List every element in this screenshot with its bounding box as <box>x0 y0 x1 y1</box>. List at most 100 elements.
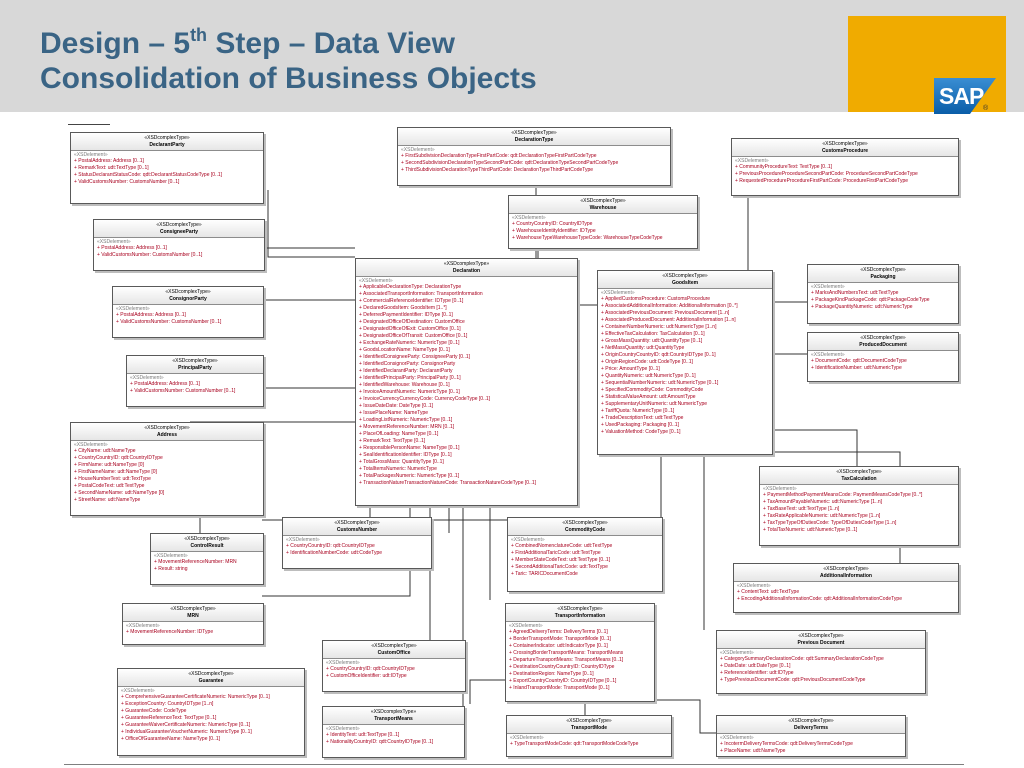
class-commoditycode[interactable]: «XSDcomplexType» CommodityCode «XSDeleme… <box>507 517 663 592</box>
stereotype-label: «XSDcomplexType» <box>144 425 190 431</box>
connector <box>628 699 716 734</box>
class-transportmode[interactable]: «XSDcomplexType» TransportMode «XSDeleme… <box>506 715 672 757</box>
attribute: + ExchangeRateNumeric: NumericType [0..1… <box>359 340 460 346</box>
section-label: «XSDelement» <box>811 284 845 290</box>
class-mrn[interactable]: «XSDcomplexType» MRN «XSDelement» + Move… <box>122 603 264 645</box>
class-consignorparty[interactable]: «XSDcomplexType» ConsignorParty «XSDelem… <box>112 286 264 338</box>
stereotype-label: «XSDcomplexType» <box>443 261 490 267</box>
class-body: «XSDelement» + PaymentMethodPaymentMeans… <box>760 485 958 535</box>
class-produceddocument[interactable]: «XSDcomplexType» ProducedDocument «XSDel… <box>807 332 959 382</box>
class-header: «XSDcomplexType» Address <box>71 423 263 441</box>
attribute: + MovementReferenceNumber: MRN [0..1] <box>359 424 455 430</box>
section-label: «XSDelement» <box>97 239 131 245</box>
class-body: «XSDelement» + DocumentCode: qdt:Documen… <box>808 351 958 373</box>
section-label: «XSDelement» <box>720 650 754 656</box>
section-label: «XSDelement» <box>326 726 360 732</box>
attribute: + TotalPackagesNumeric: NumericType [0..… <box>359 473 460 479</box>
class-warehouse[interactable]: «XSDcomplexType» Warehouse «XSDelement» … <box>508 195 698 249</box>
class-header: «XSDcomplexType» PrincipalParty <box>127 356 263 374</box>
class-name: ConsignorParty <box>169 296 207 302</box>
attribute: + MemberStateCodeText: udt:TextType [0..… <box>511 557 611 563</box>
attribute: + CategorySummaryDeclarationCode: qdt:Su… <box>720 656 884 662</box>
class-customoffice[interactable]: «XSDcomplexType» CustomOffice «XSDelemen… <box>322 640 466 692</box>
stereotype-label: «XSDcomplexType» <box>836 469 882 475</box>
class-guarantee[interactable]: «XSDcomplexType» Guarantee «XSDelement» … <box>117 668 305 756</box>
class-deliveryterms[interactable]: «XSDcomplexType» DeliveryTerms «XSDeleme… <box>716 715 906 757</box>
section-label: «XSDelement» <box>735 158 769 164</box>
stereotype-label: «XSDcomplexType» <box>172 358 218 364</box>
attribute: + TaxBaseText: udt:TextType [1..n] <box>763 506 840 512</box>
attribute: + SecondSubdivisionDeclarationTypeSecond… <box>401 160 619 166</box>
class-body: «XSDelement» + MovementReferenceNumber: … <box>123 622 263 637</box>
attribute: + IssuePlaceName: NameType <box>359 410 429 416</box>
attribute: + LoadingListNumeric: NumericType [0..1] <box>359 417 453 423</box>
class-name: DeclarationType <box>514 137 554 143</box>
attribute: + CountryCountryID: CountryIDType <box>512 221 593 227</box>
class-packaging[interactable]: «XSDcomplexType» Packaging «XSDelement» … <box>807 264 959 324</box>
registered-mark: ® <box>983 105 989 112</box>
class-body: «XSDelement» + TypeTransportModeCode: qd… <box>507 734 671 749</box>
attribute: + TradeDescriptionText: udt:TextType <box>601 415 684 421</box>
class-transportinformation[interactable]: «XSDcomplexType» TransportInformation «X… <box>505 603 655 702</box>
class-name: TransportMeans <box>374 716 413 722</box>
section-label: «XSDelement» <box>126 623 160 629</box>
stereotype-label: «XSDcomplexType» <box>184 536 230 542</box>
class-goodsitem[interactable]: «XSDcomplexType» GoodsItem «XSDelement» … <box>597 270 773 455</box>
attribute: + DestinationCountryCountryID: CountryID… <box>509 664 615 670</box>
section-label: «XSDelement» <box>512 215 546 221</box>
class-name: TransportMode <box>570 725 608 731</box>
attribute: + IncotermDeliveryTermsCode: qdt:Deliver… <box>720 741 853 747</box>
attribute: + DateDate: udt:DateType [0..1] <box>720 663 791 669</box>
attribute: + GuaranteeReferenceText: TextType [0..1… <box>121 715 217 721</box>
class-declaration[interactable]: «XSDcomplexType» Declaration «XSDelement… <box>355 258 578 506</box>
attribute: + IssueDateDate: DateType [0..1] <box>359 403 434 409</box>
class-address[interactable]: «XSDcomplexType» Address «XSDelement» + … <box>70 422 264 516</box>
section-label: «XSDelement» <box>509 623 543 629</box>
attribute: + TariffQuota: NumericType [0..1] <box>601 408 675 414</box>
attribute: + FirmName: udt:NameType [0] <box>74 462 144 468</box>
connector <box>771 429 858 466</box>
attribute: + CombinedNomenclatureCode: udt:TextType <box>511 543 613 549</box>
class-name: Previous Document <box>797 640 845 646</box>
attribute: + IdentityText: udt:TextType [0..1] <box>326 732 400 738</box>
attribute: + ValidCustomsNumber: CustomsNumber [0..… <box>97 252 203 258</box>
attribute: + ValidCustomsNumber: CustomsNumber [0..… <box>130 388 236 394</box>
class-header: «XSDcomplexType» TaxCalculation <box>760 467 958 485</box>
title-line-1-text: Design – 5 <box>40 27 191 60</box>
class-body: «XSDelement» + CityName: udt:NameType + … <box>71 441 263 505</box>
stereotype-label: «XSDcomplexType» <box>165 289 211 295</box>
class-controlresult[interactable]: «XSDcomplexType» ControlResult «XSDeleme… <box>150 533 264 585</box>
class-principalparty[interactable]: «XSDcomplexType» PrincipalParty «XSDelem… <box>126 355 264 407</box>
class-previousdocument[interactable]: «XSDcomplexType» Previous Document «XSDe… <box>716 630 926 694</box>
class-name: PrincipalParty <box>178 365 212 371</box>
attribute: + TaxRateApplicableNumeric: udt:NumericT… <box>763 513 881 519</box>
attribute: + PackageQuantityNumeric: udt:NumericTyp… <box>811 304 913 310</box>
class-transportmeans[interactable]: «XSDcomplexType» TransportMeans «XSDelem… <box>322 706 465 758</box>
attribute: + PlaceName: udt:NameType <box>720 748 786 754</box>
class-name: TaxCalculation <box>841 476 877 482</box>
class-taxcalculation[interactable]: «XSDcomplexType» TaxCalculation «XSDelem… <box>759 466 959 546</box>
class-body: «XSDelement» + FirstSubdivisionDeclarati… <box>398 146 670 175</box>
class-declarantparty[interactable]: «XSDcomplexType» DeclarantParty «XSDelem… <box>70 132 264 204</box>
section-label: «XSDelement» <box>326 660 360 666</box>
class-header: «XSDcomplexType» TransportInformation <box>506 604 654 622</box>
title-superscript: th <box>190 25 208 45</box>
class-header: «XSDcomplexType» Packaging <box>808 265 958 283</box>
class-customsprocedure[interactable]: «XSDcomplexType» CustomsProcedure «XSDel… <box>731 138 959 196</box>
attribute: + HouseNumberText: udt:TextType <box>74 476 151 482</box>
class-body: «XSDelement» + CategorySummaryDeclaratio… <box>717 649 925 685</box>
class-consigneeparty[interactable]: «XSDcomplexType» ConsigneeParty «XSDelem… <box>93 219 265 271</box>
stereotype-label: «XSDcomplexType» <box>788 718 834 724</box>
class-declarationtype[interactable]: «XSDcomplexType» DeclarationType «XSDele… <box>397 127 671 186</box>
attribute: + PostalCodeText: udt:TextType <box>74 483 145 489</box>
class-customsnumber[interactable]: «XSDcomplexType» CustomsNumber «XSDeleme… <box>282 517 432 569</box>
attribute: + SecondAdditionalTaricCode: udt:TextTyp… <box>511 564 608 570</box>
attribute: + StatusDeclarantStatusCode: qdt:Declara… <box>74 172 223 178</box>
class-additionalinformation[interactable]: «XSDcomplexType» AdditionalInformation «… <box>733 563 959 613</box>
attribute: + CommunityProcedureText: TextType [0..1… <box>735 164 833 170</box>
stereotype-label: «XSDcomplexType» <box>860 267 906 273</box>
attribute: + DestinationRegion: NameType [0..1] <box>509 671 594 677</box>
section-label: «XSDelement» <box>737 583 771 589</box>
attribute: + CrossingBorderTransportMeans: Transpor… <box>509 650 624 656</box>
attribute: + RequestedProcedureProcedureFirstPartCo… <box>735 178 909 184</box>
